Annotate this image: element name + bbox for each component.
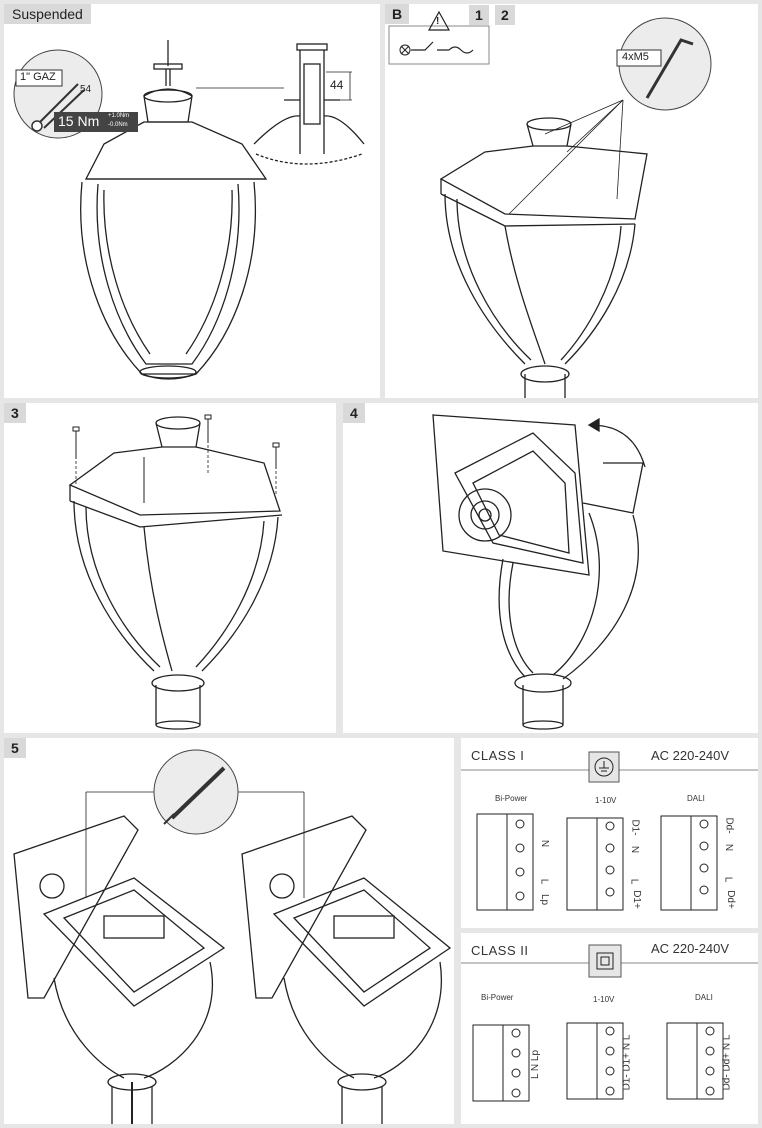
step-b-label: B — [385, 4, 410, 24]
step-4-drawing — [432, 414, 646, 730]
suspended-lantern-drawing — [13, 40, 365, 380]
class2-wiring-panel: CLASS II AC 220-240V Bi-Power 1-10V DALI… — [461, 933, 758, 1124]
warning-symbol: ! — [436, 16, 440, 27]
step-5-label: 5 — [4, 738, 26, 758]
class2-dim110-name: 1-10V — [593, 995, 615, 1004]
step-b12-panel: B 1 2 — [385, 4, 758, 398]
dimension-label: 44 — [330, 78, 344, 92]
suspended-title: Suspended — [4, 4, 91, 24]
class1-voltage: AC 220-240V — [651, 748, 730, 763]
step-2-label: 2 — [495, 5, 515, 25]
torque-tol-plus: +1.0Nm — [108, 113, 130, 119]
wrench-size-label: 1" GAZ — [20, 71, 56, 83]
lantern-top-drawing — [388, 10, 712, 398]
class2-dali-labels: Dd- Dd+ N L — [721, 1034, 733, 1091]
class2-title: CLASS II — [471, 943, 529, 958]
step-3-drawing — [68, 414, 283, 730]
class1-bipower-name: Bi-Power — [495, 794, 528, 803]
class2-dali-name: DALI — [695, 993, 713, 1002]
class1-dim110-label-l: L — [628, 878, 640, 885]
wrench-number-label: 54 — [80, 84, 92, 95]
class1-wiring-panel: CLASS I AC 220-240V Bi-Power 1-10V DALI … — [461, 738, 758, 928]
step-3-panel: 3 — [4, 403, 336, 733]
step-4-panel: 4 — [343, 403, 758, 733]
class1-dali-label-ddplus: Dd+ — [724, 890, 736, 909]
class1-dali-label-ddminus: Dd- — [723, 817, 735, 834]
class2-bipower-name: Bi-Power — [481, 993, 514, 1002]
suspended-panel: Suspended — [4, 4, 380, 398]
class2-bipower-labels: L N Lp — [530, 1049, 542, 1080]
torque-tol-minus: -0.0Nm — [108, 122, 128, 128]
step-5-drawing — [13, 749, 452, 1124]
torque-label: 15 Nm — [58, 113, 100, 129]
class1-bipower-label-n: N — [539, 839, 551, 848]
step-4-label: 4 — [343, 403, 365, 423]
class2-terminal-drawing — [461, 944, 758, 1102]
class1-dim110-label-n: N — [629, 845, 641, 854]
class1-title: CLASS I — [471, 748, 525, 763]
class1-dim110-name: 1-10V — [595, 796, 617, 805]
step-3-label: 3 — [4, 403, 26, 423]
class1-bipower-label-lp: Lp — [539, 893, 551, 906]
class1-dali-name: DALI — [687, 794, 705, 803]
class2-voltage: AC 220-240V — [651, 941, 730, 956]
class1-dim110-label-d1minus: D1- — [629, 819, 641, 836]
screw-spec-label: 4xM5 — [622, 51, 649, 63]
class1-dim110-label-d1plus: D1+ — [630, 890, 642, 909]
class1-dali-label-n: N — [723, 843, 735, 852]
class2-dim110-labels: D1- D1+ N L — [621, 1034, 633, 1091]
step-1-label: 1 — [469, 5, 489, 25]
class1-terminal-drawing — [461, 751, 758, 911]
class1-dali-label-l: L — [722, 876, 734, 883]
class1-bipower-label-l: L — [538, 878, 550, 885]
step-5-panel: 5 — [4, 738, 454, 1124]
